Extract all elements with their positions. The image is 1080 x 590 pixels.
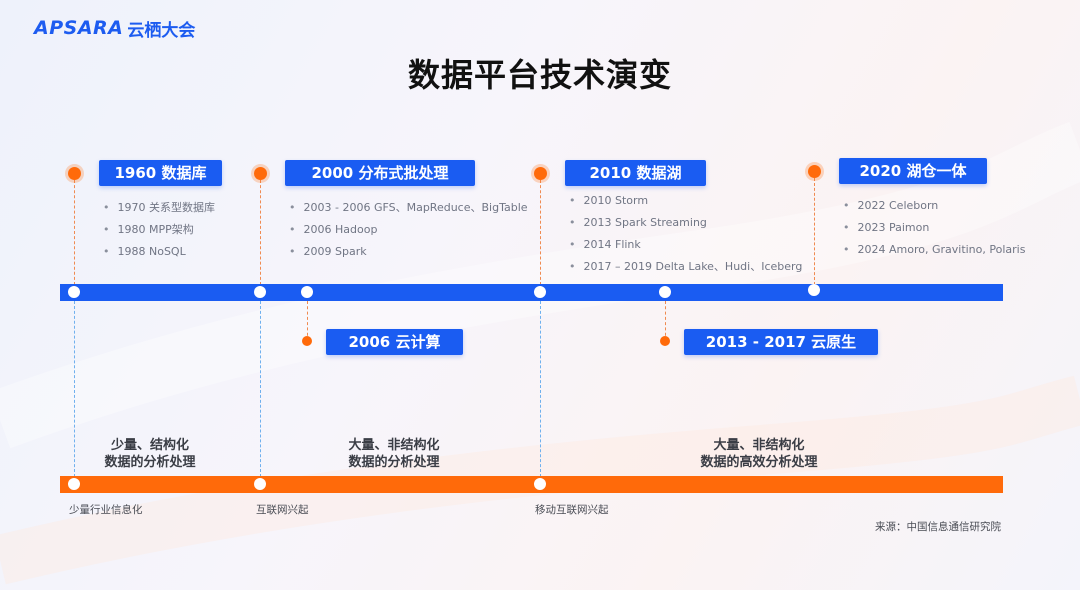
list-item: 2024 Amoro, Gravitino, Polaris [843, 239, 1026, 261]
summary-line: 数据的分析处理 [348, 455, 440, 470]
milestone-dot-2020 [808, 165, 821, 178]
list-item: 2017 – 2019 Delta Lake、Hudi、Iceberg [569, 256, 803, 278]
connector-2013 [665, 301, 666, 341]
list-item: 2006 Hadoop [289, 219, 528, 241]
milestone-dot-2013 [660, 336, 670, 346]
list-item: 2013 Spark Streaming [569, 212, 802, 234]
summary-era-2: 大量、非结构化 数据的分析处理 [324, 437, 464, 471]
connector-2010-lower [540, 301, 541, 477]
milestone-items-1960: 1970 关系型数据库 1980 MPP架构 1988 NoSQL [103, 197, 216, 263]
milestone-dot-2000 [254, 167, 267, 180]
logo-name: 云栖大会 [127, 20, 196, 41]
timeline-node [534, 286, 546, 298]
list-item: 1988 NoSQL [103, 241, 215, 263]
connector-2020 [814, 178, 815, 285]
timeline-node [68, 286, 80, 298]
connector-2006 [307, 301, 308, 341]
list-item: 2003 - 2006 GFS、MapReduce、BigTable [289, 197, 528, 219]
milestone-label-1960: 1960 数据库 [99, 160, 222, 186]
era-label-1: 少量行业信息化 [69, 504, 143, 516]
milestone-dot-2010 [534, 167, 547, 180]
connector-2000-lower [260, 301, 261, 477]
summary-line: 数据的高效分析处理 [700, 455, 818, 470]
summary-era-3: 大量、非结构化 数据的高效分析处理 [679, 437, 839, 471]
timeline-node [254, 286, 266, 298]
era-node [534, 478, 546, 490]
logo-mark: APSARA [34, 17, 124, 39]
connector-1960-lower [74, 301, 75, 477]
milestone-label-2000: 2000 分布式批处理 [285, 160, 475, 186]
list-item: 2009 Spark [289, 241, 528, 263]
milestone-items-2020: 2022 Celeborn 2023 Paimon 2024 Amoro, Gr… [843, 195, 1026, 261]
tech-timeline-bar [60, 284, 1003, 301]
connector-2010 [540, 180, 541, 285]
page-title: 数据平台技术演变 [407, 56, 672, 94]
milestone-dot-1960 [68, 167, 81, 180]
list-item: 2022 Celeborn [843, 195, 1025, 217]
timeline-node [808, 284, 820, 296]
list-item: 2023 Paimon [843, 217, 1025, 239]
era-label-2: 互联网兴起 [256, 504, 309, 516]
summary-line: 大量、非结构化 [713, 438, 805, 453]
summary-line: 少量、结构化 [110, 438, 189, 453]
milestone-label-2006: 2006 云计算 [326, 329, 463, 355]
list-item: 1970 关系型数据库 [103, 197, 216, 219]
summary-era-1: 少量、结构化 数据的分析处理 [80, 437, 220, 471]
era-node [68, 478, 80, 490]
timeline-node [659, 286, 671, 298]
connector-2000 [260, 180, 261, 285]
timeline-node [301, 286, 313, 298]
milestone-label-2013: 2013 - 2017 云原生 [684, 329, 878, 355]
milestone-label-2020: 2020 湖仓一体 [839, 158, 987, 184]
list-item: 1980 MPP架构 [103, 219, 215, 241]
era-label-3: 移动互联网兴起 [535, 504, 609, 516]
milestone-dot-2006 [302, 336, 312, 346]
summary-line: 大量、非结构化 [348, 438, 440, 453]
apsara-logo: APSARA 云栖大会 [34, 16, 196, 41]
era-node [254, 478, 266, 490]
milestone-items-2000: 2003 - 2006 GFS、MapReduce、BigTable 2006 … [289, 197, 528, 263]
milestone-label-2010: 2010 数据湖 [565, 160, 706, 186]
summary-line: 数据的分析处理 [104, 455, 196, 470]
source-note: 来源：中国信息通信研究院 [875, 521, 1001, 533]
list-item: 2010 Storm [569, 190, 802, 212]
connector-1960 [74, 180, 75, 285]
milestone-items-2010: 2010 Storm 2013 Spark Streaming 2014 Fli… [569, 190, 803, 278]
era-timeline-bar [60, 476, 1003, 493]
list-item: 2014 Flink [569, 234, 802, 256]
